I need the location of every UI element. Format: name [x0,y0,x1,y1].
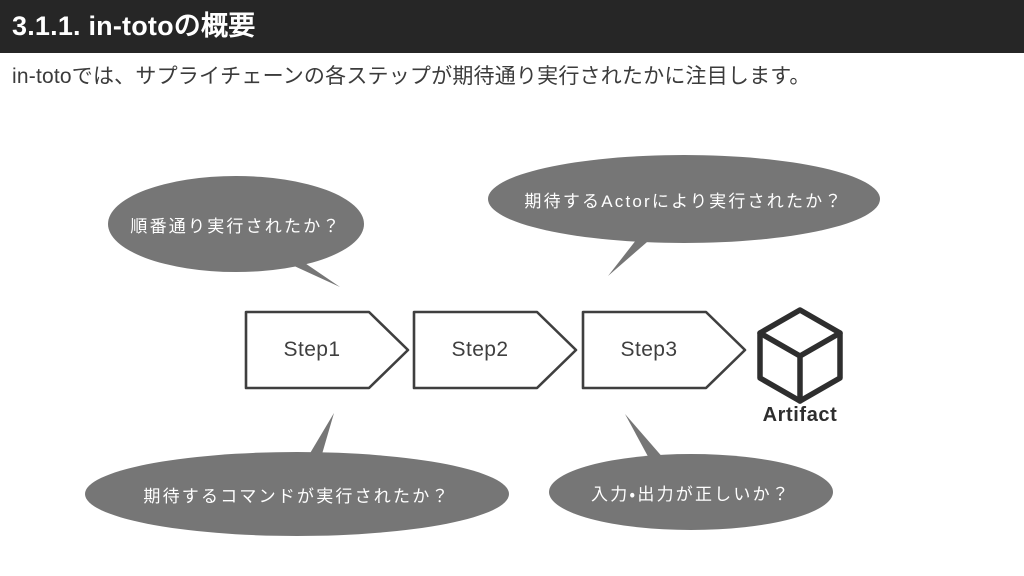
speech-bubble-io-label: 入力・出力が正しいか？ [591,485,791,504]
cube-icon [757,307,843,404]
slide-title-bar: 3.1.1. in-totoの概要 [0,0,1024,53]
speech-bubble-io [549,414,833,530]
slide-subtitle: in-totoでは、サプライチェーンの各ステップが期待通り実行されたかに注目しま… [12,65,811,88]
speech-bubble-command-label: 期待するコマンドが実行されたか？ [143,487,451,506]
step-label-3: Step3 [620,338,678,361]
page-title: 3.1.1. in-totoの概要 [12,11,256,41]
speech-bubble-order-label: 順番通り実行されたか？ [130,217,342,236]
artifact-label: Artifact [762,404,838,426]
speech-bubble-actor-label: 期待するActorにより実行されたか？ [524,192,844,211]
step-label-2: Step2 [451,338,509,361]
speech-bubble-actor [488,155,880,276]
speech-bubble-command [85,413,509,536]
step-label-1: Step1 [283,338,341,361]
